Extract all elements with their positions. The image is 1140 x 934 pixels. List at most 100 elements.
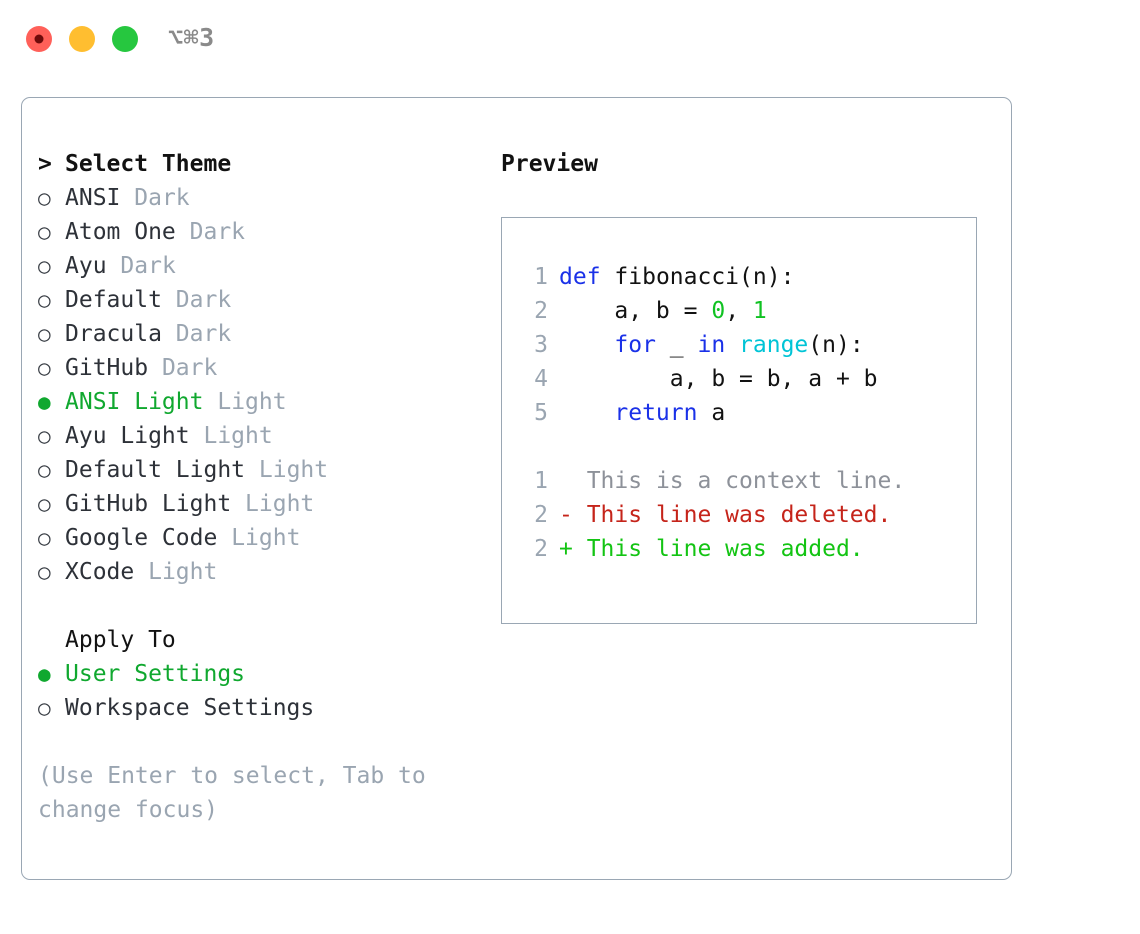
theme-variant-badge: Light	[148, 559, 218, 585]
code-token-keyword: def	[559, 264, 601, 290]
label-separator	[176, 215, 190, 249]
apply-to-option-workspace-settings[interactable]: ○Workspace Settings	[38, 691, 478, 725]
diff-line-number: 2	[534, 502, 548, 528]
theme-variant-badge: Dark	[161, 355, 218, 381]
code-token-number: 0	[711, 298, 726, 324]
apply-to-title: Apply To	[65, 627, 176, 653]
theme-variant-badge: Light	[203, 423, 273, 449]
code-token-plain: a	[697, 400, 726, 426]
title-bar: ⌥⌘3	[0, 0, 1140, 78]
theme-option-label: GitHub	[65, 355, 149, 381]
apply-to-options: ●User Settings○Workspace Settings	[38, 657, 478, 725]
code-line: 1 def fibonacci(n):	[520, 260, 970, 294]
diff-line-added: 2+ This line was added.	[520, 532, 970, 566]
label-separator	[231, 487, 245, 521]
theme-option-label: ANSI	[65, 185, 121, 211]
code-line-text: for _ in range(n):	[548, 328, 863, 362]
code-line-number: 4	[534, 366, 548, 392]
theme-option-ansi[interactable]: ○ANSI Dark	[38, 181, 478, 215]
code-token-plain: _	[655, 332, 698, 358]
label-separator	[245, 453, 259, 487]
radio-unselected-icon: ○	[38, 526, 51, 550]
section-spacer	[38, 589, 478, 623]
code-token-keyword: for	[614, 332, 656, 358]
radio-unselected-icon: ○	[38, 220, 51, 244]
theme-option-atom-one[interactable]: ○Atom One Dark	[38, 215, 478, 249]
theme-list-header: > Select Theme	[38, 147, 478, 181]
traffic-light-group	[26, 26, 138, 52]
code-line-text: a, b = b, a + b	[548, 362, 878, 396]
code-line: 4 a, b = b, a + b	[520, 362, 970, 396]
theme-variant-badge: Dark	[189, 219, 246, 245]
label-separator	[148, 351, 162, 385]
diff-sample: 1 This is a context line.2- This line wa…	[520, 464, 970, 566]
radio-unselected-icon: ○	[38, 254, 51, 278]
diff-line-number: 1	[534, 468, 548, 494]
close-button[interactable]	[26, 26, 52, 52]
theme-variant-badge: Light	[217, 389, 287, 415]
code-token-plain	[601, 264, 615, 290]
label-separator	[107, 249, 121, 283]
label-separator	[203, 385, 217, 419]
code-token-plain: a, b = b, a + b	[559, 366, 878, 392]
label-separator	[162, 317, 176, 351]
code-line: 3 for _ in range(n):	[520, 328, 970, 362]
theme-list: ○ANSI Dark○Atom One Dark○Ayu Dark○Defaul…	[38, 181, 478, 589]
theme-variant-badge: Light	[245, 491, 315, 517]
theme-option-label: Google Code	[65, 525, 218, 551]
diff-sign: +	[559, 536, 573, 562]
radio-selected-icon: ●	[38, 390, 51, 414]
theme-option-label: Default Light	[65, 457, 246, 483]
help-hint-text: (Use Enter to select, Tab to change focu…	[38, 763, 426, 823]
diff-line-text: + This line was added.	[548, 532, 864, 566]
code-token-plain	[559, 400, 614, 426]
code-token-plain: fibonacci(n):	[614, 264, 795, 290]
theme-option-ayu-light[interactable]: ○Ayu Light Light	[38, 419, 478, 453]
apply-to-option-label: Workspace Settings	[65, 695, 315, 721]
shortcut-hint-label: ⌥⌘3	[168, 23, 215, 52]
theme-option-dracula[interactable]: ○Dracula Dark	[38, 317, 478, 351]
theme-option-default[interactable]: ○Default Dark	[38, 283, 478, 317]
diff-body: This line was deleted.	[572, 502, 892, 528]
theme-variant-badge: Light	[231, 525, 301, 551]
minimize-button[interactable]	[69, 26, 95, 52]
label-separator	[217, 521, 231, 555]
label-separator	[190, 419, 204, 453]
radio-selected-icon: ●	[38, 662, 51, 686]
theme-selector-column: > Select Theme ○ANSI Dark○Atom One Dark○…	[38, 147, 478, 827]
code-line-number: 1	[534, 264, 548, 290]
code-line-number: 2	[534, 298, 548, 324]
code-line: 5 return a	[520, 396, 970, 430]
code-token-number: 1	[752, 298, 767, 324]
code-token-keyword: in	[697, 332, 726, 358]
maximize-button[interactable]	[112, 26, 138, 52]
theme-variant-badge: Dark	[175, 287, 232, 313]
theme-option-ayu[interactable]: ○Ayu Dark	[38, 249, 478, 283]
radio-unselected-icon: ○	[38, 424, 51, 448]
theme-option-github-light[interactable]: ○ GitHub Light Light	[38, 487, 478, 521]
theme-option-ansi-light[interactable]: ●ANSI Light Light	[38, 385, 478, 419]
radio-unselected-icon: ○	[38, 492, 51, 516]
theme-variant-badge: Dark	[134, 185, 190, 211]
diff-line-text: This is a context line.	[548, 464, 906, 498]
apply-to-option-user-settings[interactable]: ●User Settings	[38, 657, 478, 691]
theme-variant-badge: Dark	[175, 321, 232, 347]
theme-option-label: Dracula	[65, 321, 162, 347]
theme-option-label: GitHub Light	[65, 491, 232, 517]
theme-option-xcode[interactable]: ○XCode Light	[38, 555, 478, 589]
theme-option-label: XCode	[65, 559, 135, 585]
code-line-number: 5	[534, 400, 548, 426]
theme-option-github[interactable]: ○ GitHub Dark	[38, 351, 478, 385]
prompt-caret-icon: >	[38, 151, 52, 177]
code-line-text: a, b = 0, 1	[548, 294, 767, 328]
diff-body: This line was added.	[572, 536, 864, 562]
label-separator	[120, 181, 134, 215]
theme-option-google-code[interactable]: ○ Google Code Light	[38, 521, 478, 555]
radio-unselected-icon: ○	[38, 356, 51, 380]
preview-title: Preview	[501, 151, 598, 177]
theme-option-default-light[interactable]: ○Default Light Light	[38, 453, 478, 487]
